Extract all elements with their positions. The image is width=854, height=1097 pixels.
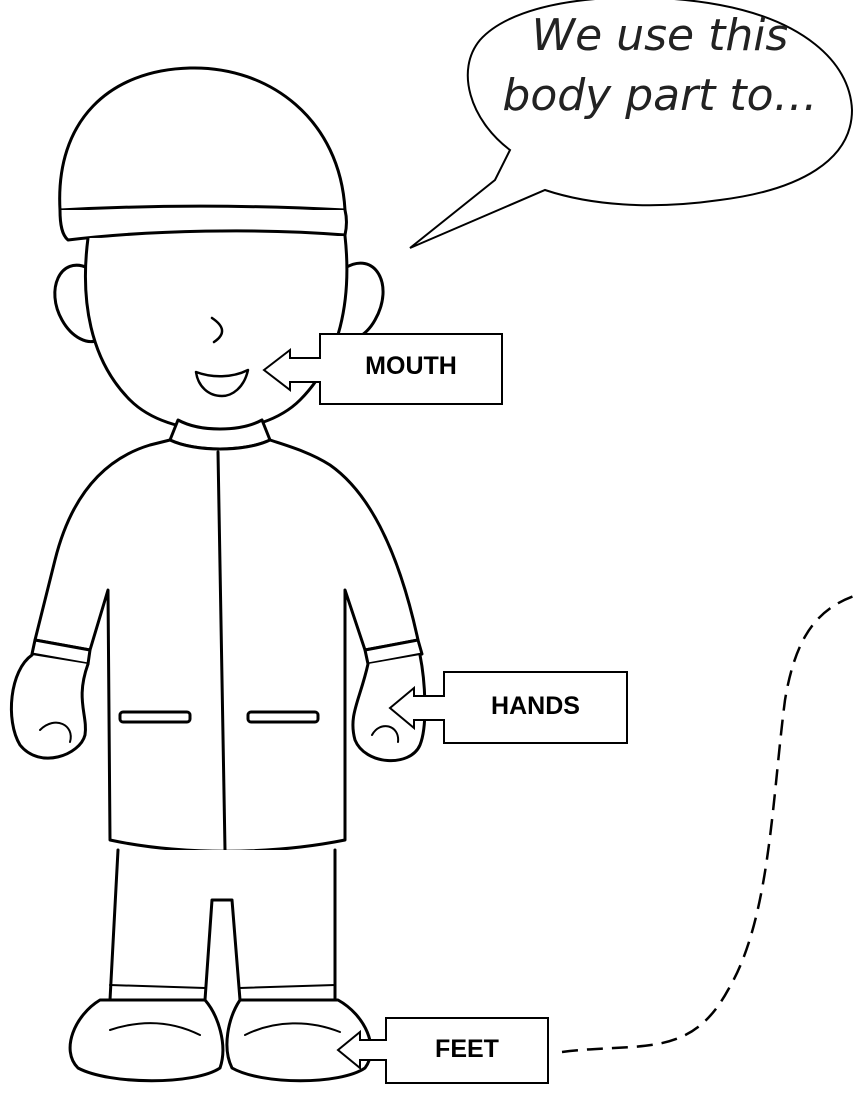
cap — [60, 68, 345, 210]
speech-bubble-text: We use this body part to… — [470, 6, 850, 126]
face — [85, 236, 346, 430]
feet-label: FEET — [386, 1035, 548, 1064]
boy-figure — [11, 68, 425, 1081]
hands-label: HANDS — [444, 692, 627, 721]
dashed-path — [562, 596, 854, 1052]
left-hand — [11, 655, 88, 758]
mouth-label: MOUTH — [320, 352, 502, 381]
left-shoe — [70, 1000, 223, 1081]
robe — [35, 440, 418, 851]
speech-line-1: We use this — [470, 6, 850, 66]
speech-line-2: body part to… — [470, 66, 850, 126]
pants — [110, 850, 335, 1000]
